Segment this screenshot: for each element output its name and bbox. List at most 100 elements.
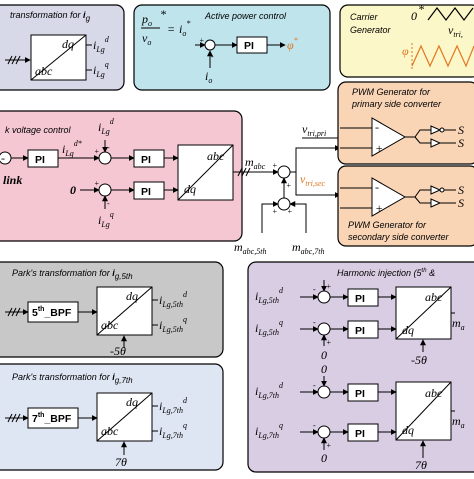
svg-text:PI: PI <box>355 293 365 305</box>
svg-text:vtri,pri: vtri,pri <box>302 122 326 138</box>
modulation-summing-path: mabc + + + + mabc,5th mabc,7th vtri,pri … <box>233 122 341 256</box>
svg-text:PI: PI <box>141 154 151 166</box>
svg-text:primary side converter: primary side converter <box>351 99 442 109</box>
svg-text:-: - <box>313 285 316 294</box>
panel-title: k voltage control <box>5 125 72 135</box>
svg-text:-: - <box>107 143 110 152</box>
svg-text:ma: ma <box>452 414 465 430</box>
svg-text:mabc,5th: mabc,5th <box>234 240 266 256</box>
panel-harmonic-injection: Harmonic injection (5th & iLg,5thd - + P… <box>247 261 474 473</box>
svg-text:φ: φ <box>402 44 409 58</box>
svg-text:ma: ma <box>452 316 465 332</box>
svg-text:+: + <box>286 181 291 190</box>
panel-active-power-control: Active power control po vo * = io* + - i… <box>133 4 331 91</box>
svg-text:PWM Generator for: PWM Generator for <box>352 87 431 97</box>
svg-text:+: + <box>199 36 204 45</box>
svg-text:vo: vo <box>142 31 151 47</box>
svg-text:0: 0 <box>411 9 417 23</box>
svg-text:abc: abc <box>101 318 119 332</box>
svg-text:+: + <box>375 201 383 215</box>
svg-text:vtri,sec: vtri,sec <box>300 172 326 188</box>
svg-text:iLg,5thq: iLg,5thq <box>255 318 283 337</box>
svg-text:mabc: mabc <box>245 155 266 171</box>
svg-text:+: + <box>375 141 383 155</box>
svg-text:Carrier: Carrier <box>350 12 379 22</box>
svg-text:5th_BPF: 5th_BPF <box>32 306 72 319</box>
svg-text:iLg,7thd: iLg,7thd <box>255 381 284 400</box>
svg-text:0: 0 <box>321 362 327 376</box>
svg-text:0: 0 <box>70 183 76 197</box>
svg-text:S: S <box>458 196 464 210</box>
panel-ig-transformation: transformation for ig dq abc iLgd iLgq <box>0 4 125 91</box>
panel-title: Park's transformation for ig,7th <box>12 372 133 385</box>
panel-pwm-secondary: - + S S PWM Generator for secondary side… <box>337 165 474 247</box>
svg-text:iLgq: iLgq <box>98 210 114 229</box>
svg-text:-5θ: -5θ <box>110 344 126 358</box>
panel-pwm-primary: PWM Generator for primary side converter… <box>337 81 474 165</box>
svg-text:-: - <box>375 120 379 134</box>
svg-text:+: + <box>326 338 331 347</box>
svg-text:-: - <box>313 318 316 327</box>
panel-title: transformation for ig <box>10 10 91 23</box>
svg-text:PI: PI <box>355 428 365 440</box>
svg-text:abc: abc <box>207 149 225 163</box>
panel-title: Park's transformation for ig,5th <box>12 268 133 281</box>
svg-text:iLg,7thd: iLg,7thd <box>159 396 188 415</box>
svg-text:7th_BPF: 7th_BPF <box>32 412 72 425</box>
svg-text:S: S <box>458 183 464 197</box>
svg-text:*: * <box>160 7 166 21</box>
svg-text:abc: abc <box>425 386 443 400</box>
svg-text:dq: dq <box>126 289 138 303</box>
svg-text:+: + <box>272 207 277 216</box>
svg-text:-: - <box>375 180 379 194</box>
svg-text:iLg,5thd: iLg,5thd <box>255 286 284 305</box>
panel-park-7th: Park's transformation for ig,7th 7th_BPF… <box>0 363 224 471</box>
svg-text:iLgd: iLgd <box>93 35 110 54</box>
svg-text:Generator: Generator <box>350 25 392 35</box>
svg-text:0: 0 <box>321 348 327 362</box>
svg-text:+: + <box>326 282 331 291</box>
svg-text:PI: PI <box>355 325 365 337</box>
svg-text:dq: dq <box>126 395 138 409</box>
svg-text:-: - <box>211 52 214 61</box>
svg-text:dq: dq <box>184 182 196 196</box>
svg-text:io: io <box>205 69 212 85</box>
svg-text:=: = <box>167 22 175 36</box>
abc-label: abc <box>35 64 53 78</box>
panel-park-5th: Park's transformation for ig,5th 5th_BPF… <box>0 261 224 358</box>
svg-text:S: S <box>458 123 464 137</box>
svg-text:-: - <box>313 421 316 430</box>
dq-label: dq <box>62 37 74 51</box>
svg-text:iLg,5thd: iLg,5thd <box>159 290 188 309</box>
svg-text:iLg,5thq: iLg,5thq <box>159 315 187 334</box>
svg-text:-5θ: -5θ <box>411 353 427 367</box>
svg-text:secondary side converter: secondary side converter <box>348 232 450 242</box>
svg-text:-: - <box>107 199 110 208</box>
panel-title: Harmonic injection (5th & <box>337 268 435 278</box>
svg-text:S: S <box>458 136 464 150</box>
panel-carrier-generator: Carrier Generator 0 * vtri, φ <box>339 2 474 78</box>
svg-text:iLg,7thq: iLg,7thq <box>255 421 283 440</box>
svg-text:PI: PI <box>244 40 254 52</box>
svg-text:po: po <box>141 12 152 28</box>
svg-text:abc: abc <box>101 424 119 438</box>
svg-text:0: 0 <box>321 451 327 465</box>
svg-text:PI: PI <box>35 154 45 166</box>
svg-text:PWM Generator for: PWM Generator for <box>348 220 427 230</box>
svg-text:+: + <box>94 179 99 188</box>
svg-text:+: + <box>326 441 331 450</box>
svg-text:+: + <box>287 207 292 216</box>
svg-text:io*: io* <box>179 19 190 38</box>
svg-text:mabc,7th: mabc,7th <box>292 240 324 256</box>
svg-text:iLgq: iLgq <box>93 60 109 79</box>
svg-text:-: - <box>313 381 316 390</box>
svg-text:iLg,7thq: iLg,7thq <box>159 421 187 440</box>
svg-text:vtri,: vtri, <box>448 23 463 39</box>
svg-text:φ*: φ* <box>287 36 298 52</box>
panel-title: Active power control <box>204 11 287 21</box>
svg-text:iLgd: iLgd <box>98 117 115 136</box>
svg-text:iLgd*: iLgd* <box>62 139 82 158</box>
svg-text:-: - <box>1 151 5 165</box>
svg-text:link: link <box>3 173 22 187</box>
